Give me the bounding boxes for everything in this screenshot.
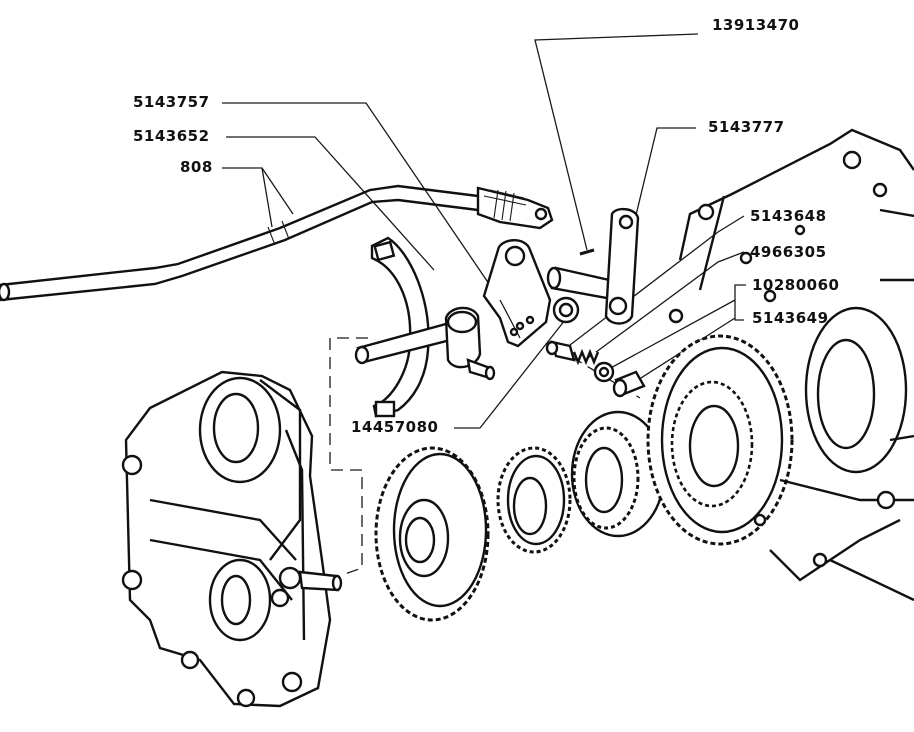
label-5143757: 5143757 xyxy=(133,93,210,111)
label-4966305: 4966305 xyxy=(750,243,827,261)
ring-14457080 xyxy=(552,296,580,324)
shift-rod-808 xyxy=(0,184,554,302)
label-5143777: 5143777 xyxy=(708,118,785,136)
arm-shaft-5143777 xyxy=(546,207,640,325)
gear-large-left xyxy=(374,446,490,622)
gearbox-housing-right xyxy=(668,128,914,602)
gearbox-housing-left xyxy=(121,370,343,708)
shift-fork-5143652 xyxy=(354,236,496,418)
label-10280060: 10280060 xyxy=(752,276,840,294)
label-808: 808 xyxy=(180,158,213,176)
gear-large-right xyxy=(646,334,794,546)
label-14457080: 14457080 xyxy=(351,418,439,436)
synchro-ring xyxy=(570,410,666,538)
lever-plate-5143757 xyxy=(482,239,552,348)
label-13913470: 13913470 xyxy=(712,16,800,34)
label-5143652: 5143652 xyxy=(133,127,210,145)
spring-4966305 xyxy=(572,348,600,366)
small-parts xyxy=(545,340,646,398)
label-5143648: 5143648 xyxy=(750,207,827,225)
pin-13913470 xyxy=(579,248,595,256)
gear-small-middle xyxy=(496,446,572,554)
label-5143649: 5143649 xyxy=(752,309,829,327)
